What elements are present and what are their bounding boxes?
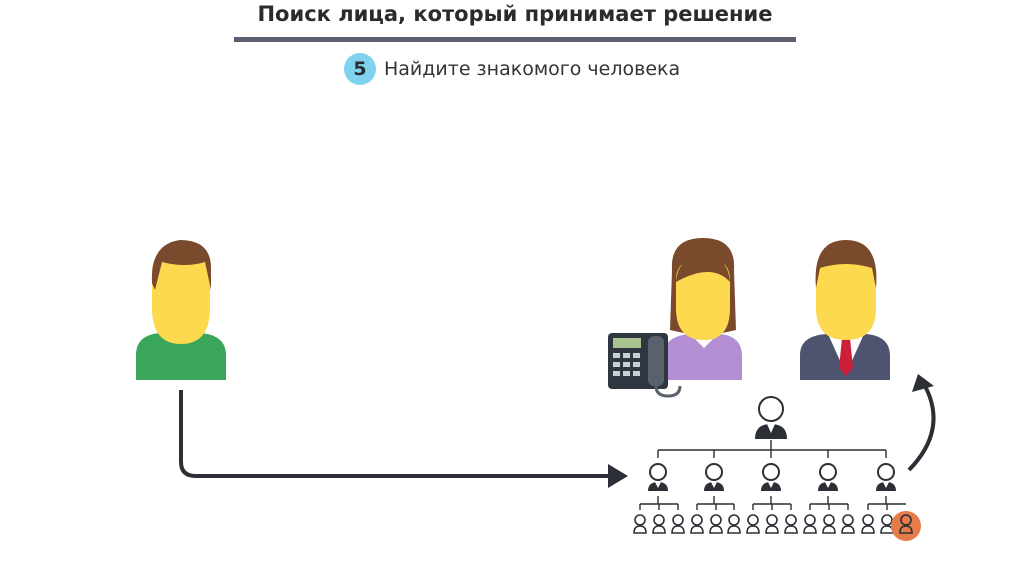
return-arrow-icon (907, 385, 936, 472)
page-title: Поиск лица, который принимает решение (257, 2, 773, 26)
receptionist-icon (664, 238, 742, 380)
connection-arrow-icon (179, 390, 610, 478)
step-indicator: 5 Найдите знакомого человека (344, 53, 680, 85)
step-text: Найдите знакомого человека (384, 58, 681, 80)
org-chart-icon (639, 396, 906, 510)
title-underline (234, 37, 796, 42)
step-number-badge: 5 (344, 53, 376, 85)
phone-icon (608, 333, 682, 398)
manager-icon (800, 240, 890, 380)
person-green-icon (136, 240, 226, 380)
known-contact-highlight (891, 511, 921, 541)
